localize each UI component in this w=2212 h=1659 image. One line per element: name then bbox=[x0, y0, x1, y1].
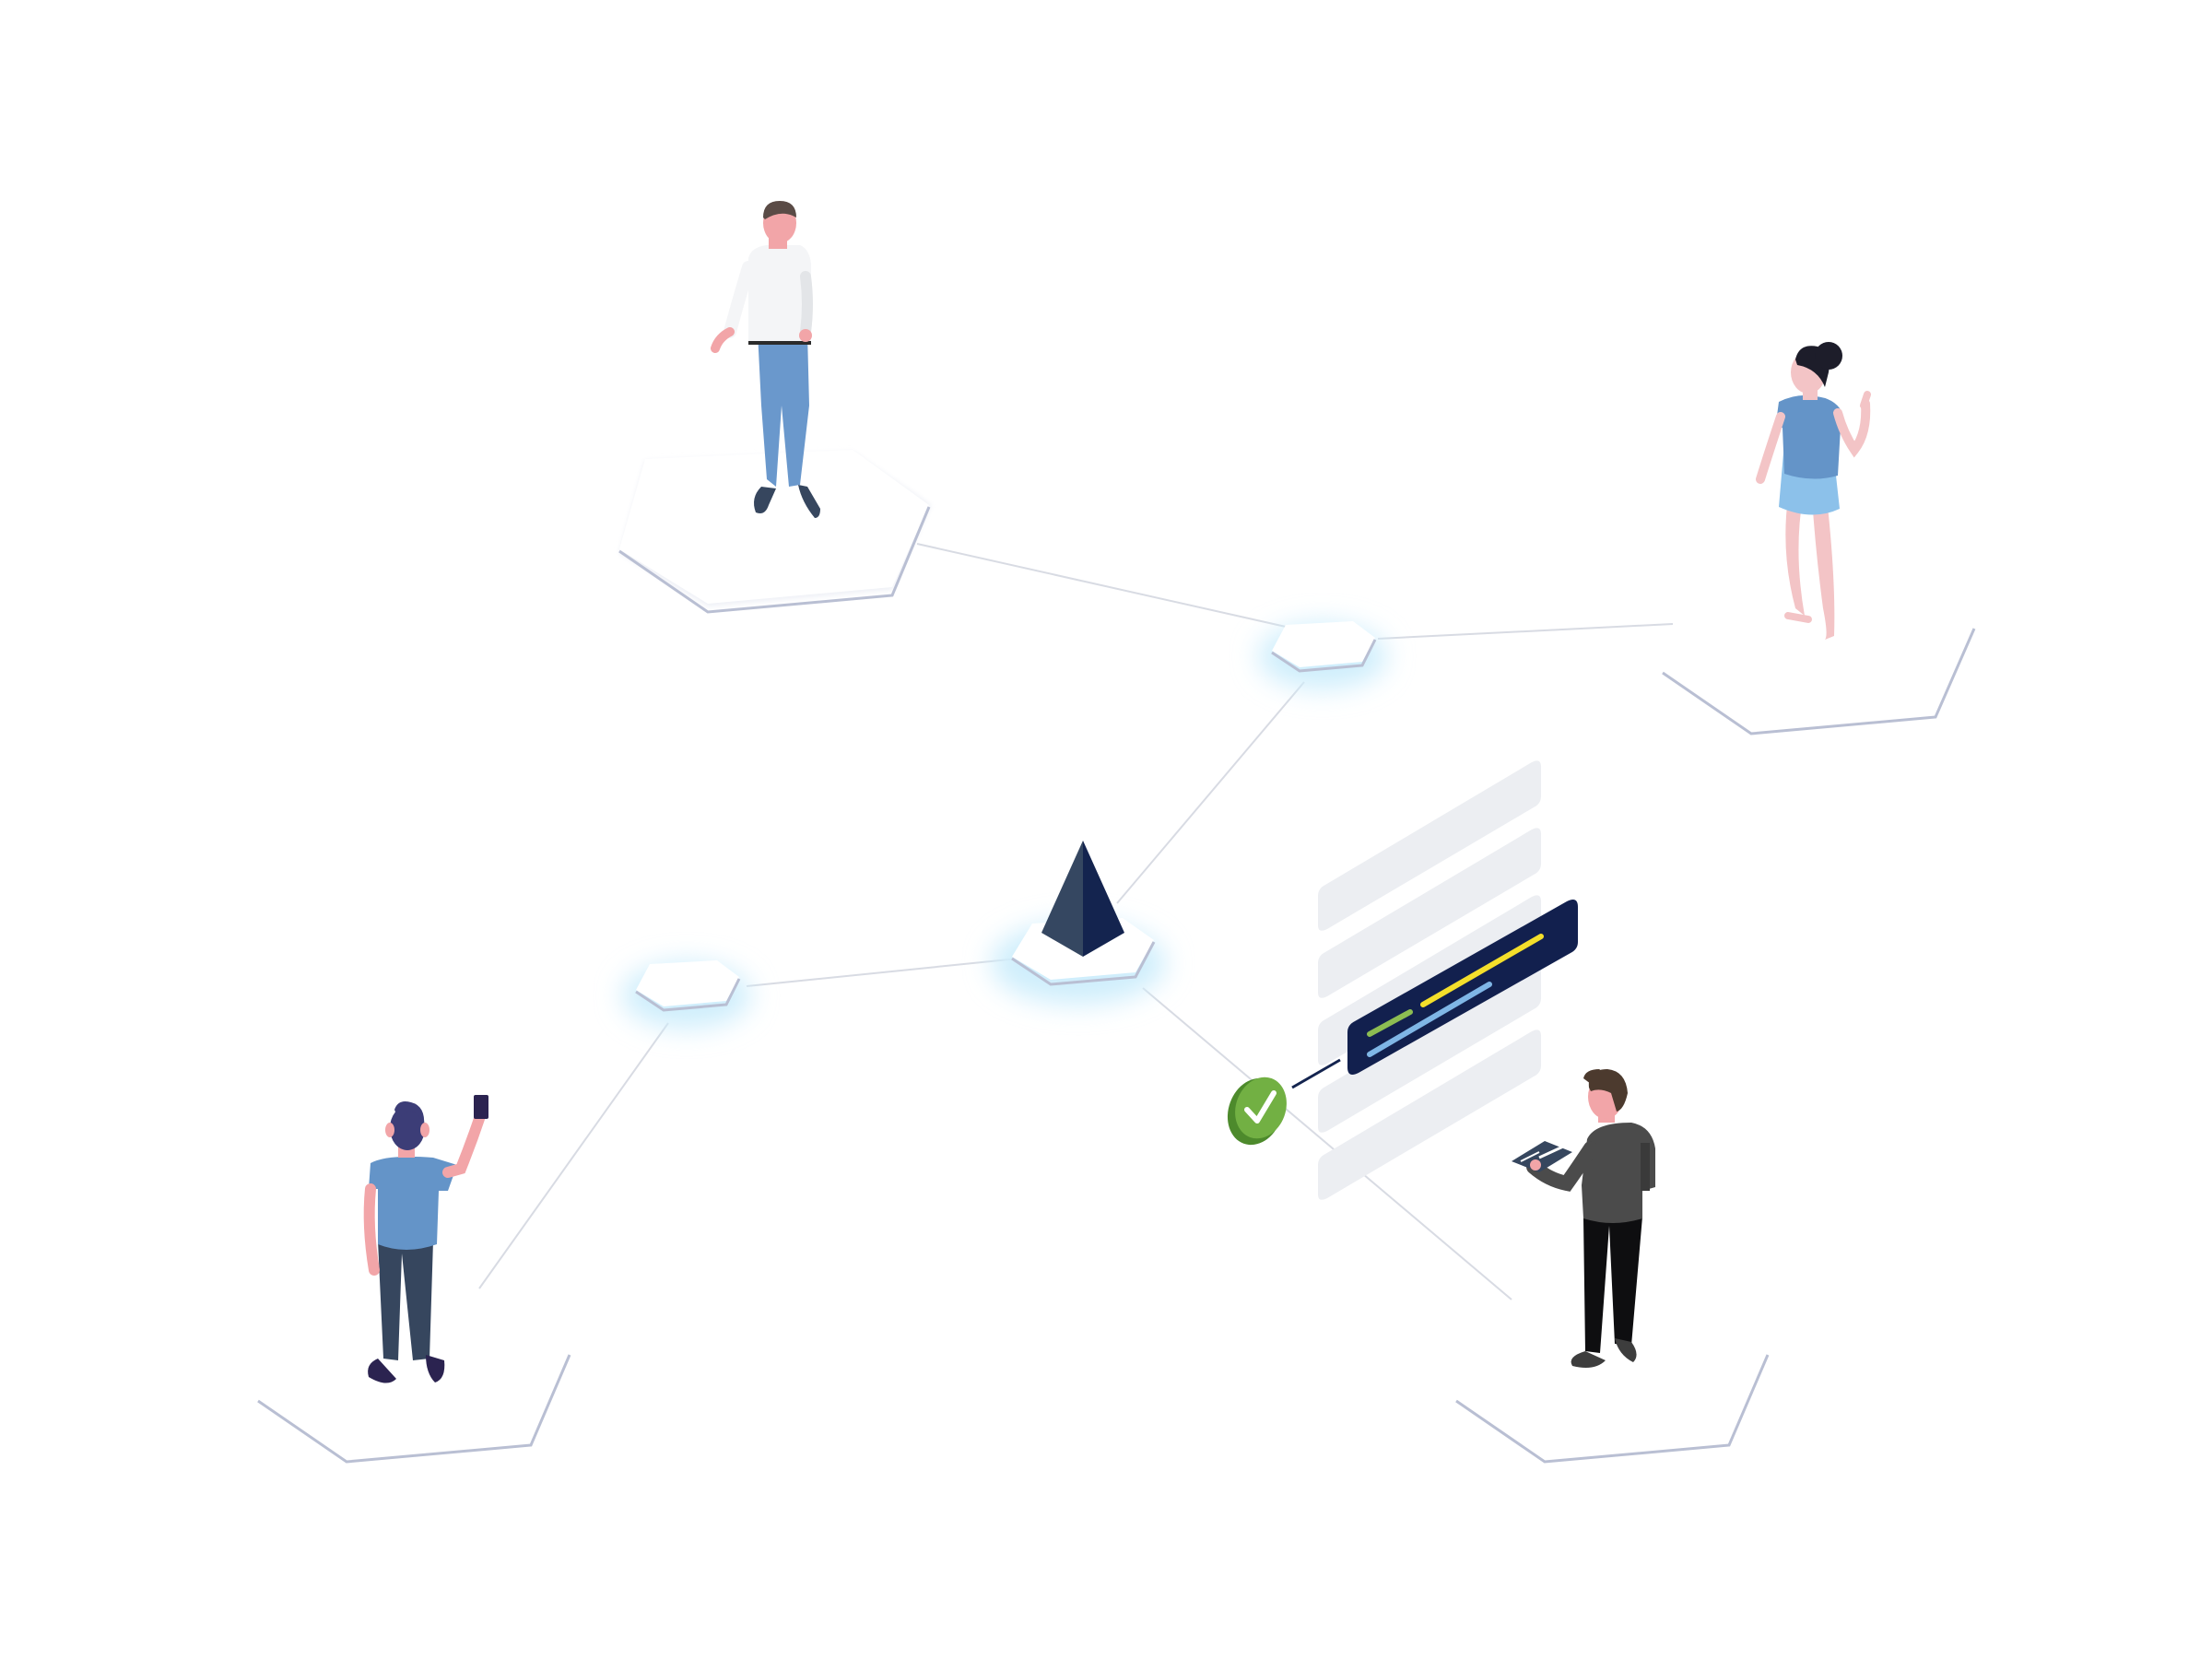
connector-line bbox=[746, 958, 1019, 987]
connector-line bbox=[1142, 987, 1512, 1300]
person-with-tablet bbox=[1512, 1069, 1655, 1368]
connector-line bbox=[478, 1022, 669, 1289]
person-blue-dress bbox=[1756, 342, 1871, 640]
connector-line bbox=[916, 543, 1287, 628]
transaction-cards bbox=[1291, 760, 1578, 1200]
connector-lines bbox=[478, 543, 1674, 1300]
card-panel bbox=[1318, 760, 1541, 931]
card-line-blue bbox=[1367, 982, 1492, 1057]
smartphone-icon bbox=[474, 1095, 488, 1119]
ethereum-pyramid-icon bbox=[1041, 841, 1124, 957]
platform-bottom-left bbox=[257, 1300, 571, 1464]
person-white-shirt bbox=[711, 201, 820, 518]
platform-top-left bbox=[618, 450, 931, 614]
check-circle-icon bbox=[1227, 1077, 1287, 1146]
check-connector bbox=[1291, 1058, 1341, 1089]
person-with-phone bbox=[363, 1095, 488, 1383]
platform-bottom-right bbox=[1455, 1300, 1770, 1464]
card-line-green bbox=[1367, 1009, 1413, 1037]
node-upper bbox=[1258, 621, 1387, 689]
node-left bbox=[622, 960, 751, 1029]
card-panel bbox=[1318, 1030, 1541, 1200]
connector-line bbox=[1377, 623, 1674, 640]
platform-top-right bbox=[1662, 571, 1976, 735]
card-line-yellow bbox=[1420, 934, 1544, 1007]
highlighted-card bbox=[1347, 900, 1578, 1075]
card-panel bbox=[1318, 828, 1541, 998]
card-panel bbox=[1318, 962, 1541, 1133]
connector-line bbox=[1116, 681, 1305, 904]
tablet-icon bbox=[1512, 1141, 1572, 1172]
